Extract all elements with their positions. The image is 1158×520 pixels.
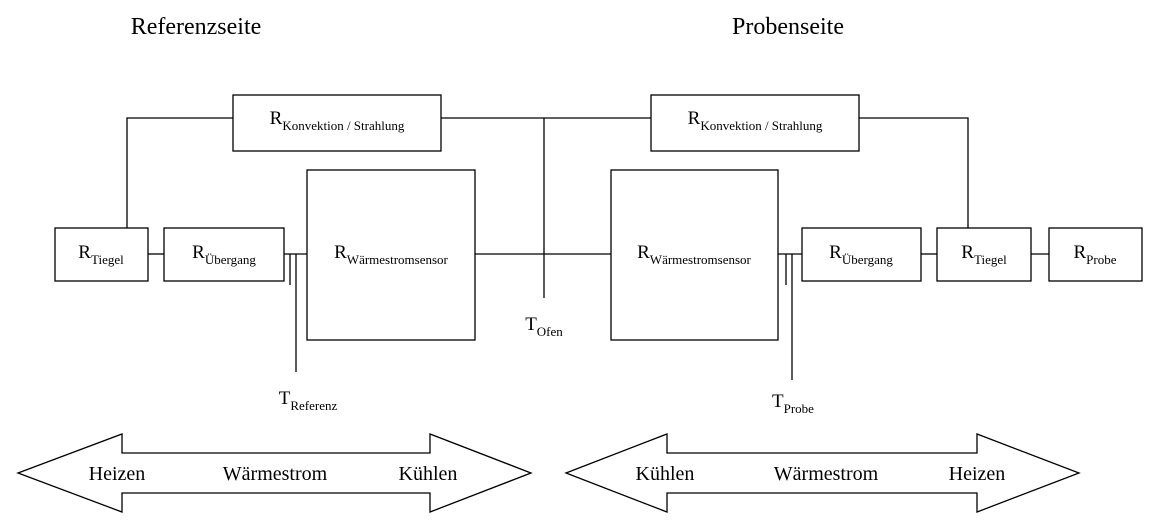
label-t-probe: TProbe [772, 391, 814, 416]
label-konvektion-strahlung-left: RKonvektion / Strahlung [270, 108, 405, 133]
box-tiegel-right [936, 227, 1032, 282]
box-probe [1048, 227, 1143, 282]
arrow-sample-middle-label: Wärmestrom [774, 463, 879, 485]
label-uebergang-right: RÜbergang [829, 242, 893, 267]
arrow-sample-start-label: Kühlen [636, 463, 695, 485]
connection-lines [126, 117, 1049, 380]
heat-flow-arrow-sample [564, 433, 1081, 513]
arrow-reference-start-label: Heizen [89, 463, 146, 485]
label-tiegel-right: RTiegel [961, 242, 1007, 267]
label-konvektion-strahlung-right: RKonvektion / Strahlung [688, 108, 823, 133]
arrow-reference-end-label: Kühlen [399, 463, 458, 485]
box-uebergang-left [163, 227, 285, 282]
label-waermestromsensor-right: RWärmestromsensor [637, 242, 751, 267]
arrow-reference-middle-label: Wärmestrom [223, 463, 328, 485]
label-probe: RProbe [1073, 242, 1116, 267]
box-waermestromsensor-left [306, 169, 476, 341]
label-t-referenz: TReferenz [279, 388, 338, 413]
box-waermestromsensor-right [610, 169, 779, 341]
heading-reference-side: Referenzseite [131, 14, 262, 40]
label-waermestromsensor-left: RWärmestromsensor [334, 242, 448, 267]
heading-sample-side: Probenseite [732, 14, 844, 40]
box-konvektion-strahlung-left [232, 94, 442, 152]
label-t-ofen: TOfen [525, 314, 563, 339]
label-tiegel-left: RTiegel [78, 242, 124, 267]
heat-flow-arrow-reference [16, 433, 533, 513]
box-konvektion-strahlung-right [650, 94, 860, 152]
label-uebergang-left: RÜbergang [192, 242, 256, 267]
arrow-sample-end-label: Heizen [949, 463, 1006, 485]
box-tiegel-left [54, 227, 149, 282]
box-uebergang-right [801, 227, 922, 282]
